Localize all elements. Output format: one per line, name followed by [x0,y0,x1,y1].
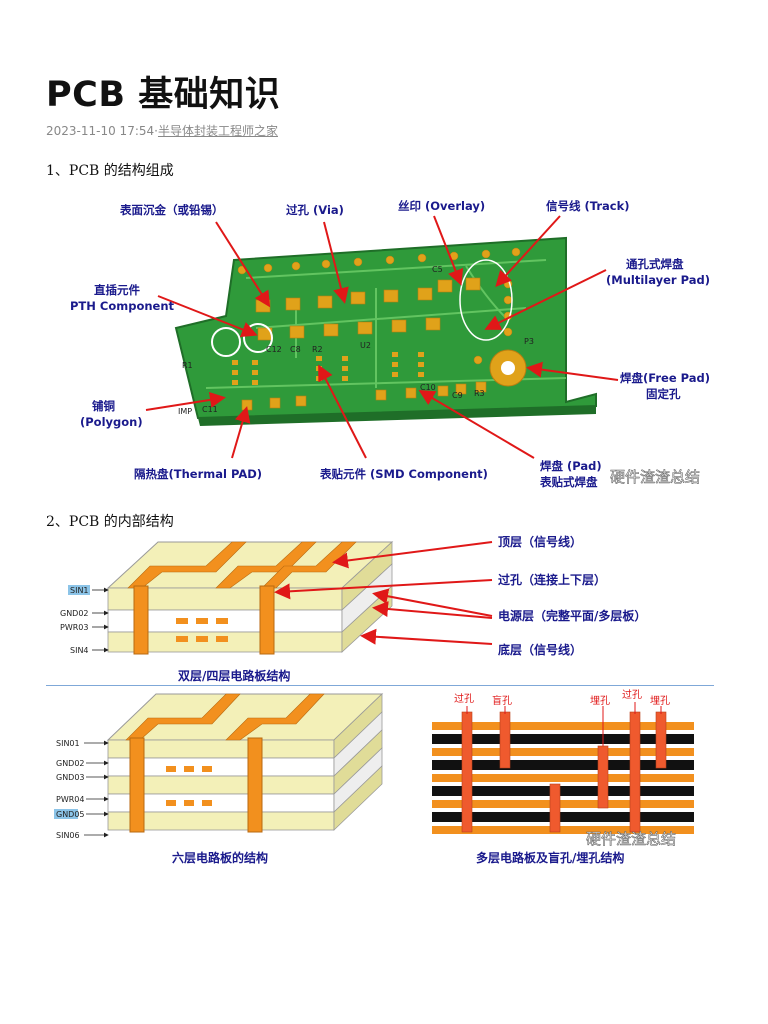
blind-via [499,711,511,769]
silk-c12: C12 [266,345,282,354]
label-free-pad: 焊盘(Free Pad) [620,371,710,385]
label-track: 信号线 (Track) [546,199,630,213]
layer-stack [432,722,694,834]
through-via-1 [461,711,473,833]
label-pth: 直插元件 [94,283,140,297]
label-buried-1: 埋孔 [590,695,610,707]
silk-r3: R3 [474,389,485,398]
section-heading-structure: 1、PCB 的结构组成 [46,163,174,179]
silk-c9: C9 [452,391,463,400]
silk-r2: R2 [312,345,323,354]
layer-pwr03: PWR03 [60,623,88,632]
label-via-2: 过孔 [622,688,642,701]
six-layer-figure: SIN01 GND02 GND03 PWR04 GND05 SIN06 六层电路… [54,693,384,865]
blind-via-bottom [549,783,561,833]
label-via: 过孔 (Via) [286,203,344,217]
blind-buried-via-figure: 过孔 盲孔 埋孔 过孔 埋孔 硬件渣渣总结 多层电路板及盲孔/埋孔结构 [432,688,694,865]
label-blind: 盲孔 [492,694,512,707]
silk-imp: IMP [178,407,192,416]
label-polygon: 铺铜 [92,399,115,413]
layer-sin1: SIN1 [70,586,89,595]
silk-u2: U2 [360,341,371,350]
figure-divider [46,685,714,686]
label-power-layer: 电源层（完整平面/多层板） [498,608,646,623]
label-polygon-en: (Polygon) [80,415,143,429]
article-meta: 2023-11-10 17:54·半导体封装工程师之家 [46,122,278,139]
layer-gnd05: GND05 [56,810,85,819]
label-via-layer: 过孔（连接上下层） [498,572,606,587]
meta-separator: · [154,124,158,138]
watermark-fig1: 硬件渣渣总结 [610,468,700,486]
layer-sin01: SIN01 [56,739,80,748]
silk-c10: C10 [420,383,436,392]
caption-blind-buried: 多层电路板及盲孔/埋孔结构 [476,850,624,865]
page-title: PCB 基础知识 [46,75,281,115]
label-multilayer-pad-en: (Multilayer Pad) [606,273,710,287]
section-heading-internal: 2、PCB 的内部结构 [46,514,174,530]
label-thermal-pad: 隔热盘(Thermal PAD) [134,467,262,481]
smd-pads [241,277,487,411]
label-top-layer: 顶层（信号线） [498,534,582,549]
through-via-2 [629,711,641,833]
silk-c5: C5 [432,265,443,274]
label-pad: 焊盘 (Pad) [540,459,602,473]
source-link[interactable]: 半导体封装工程师之家 [157,124,278,138]
silk-r1: R1 [182,361,193,370]
layer-gnd03: GND03 [56,773,85,782]
buried-via-1 [597,745,609,809]
label-smd-pad: 表贴式焊盘 [539,475,598,489]
layer-sin4: SIN4 [70,646,89,655]
label-multilayer-pad: 通孔式焊盘 [626,257,684,271]
pcb-structure-figure: R1 C12 C8 R2 U2 C10 C9 R3 C11 C5 P3 IMP … [46,188,726,494]
layer-gnd02: GND02 [56,759,85,768]
silk-p3: P3 [524,337,534,346]
watermark-fig4: 硬件渣渣总结 [586,830,676,848]
label-buried-2: 埋孔 [650,695,670,707]
caption-six-layer: 六层电路板的结构 [172,850,268,865]
label-overlay: 丝印 (Overlay) [398,199,485,213]
four-layer-figure: SIN1 GND02 PWR03 SIN4 顶层（信号线） 过孔（连接上下层） … [60,534,646,683]
label-surface: 表面沉金（或铅锡） [119,203,224,217]
layer-pwr04: PWR04 [56,795,84,804]
label-pth-en: PTH Component [70,299,175,313]
label-via-1: 过孔 [454,692,474,705]
label-bottom-layer: 底层（信号线） [498,642,582,657]
layer-gnd02: GND02 [60,609,89,618]
caption-four-layer: 双层/四层电路板结构 [178,668,290,683]
article-date: 2023-11-10 17:54 [46,124,155,138]
buried-via-2 [655,711,667,769]
label-smd: 表贴元件 (SMD Component) [319,467,488,481]
silk-c11: C11 [202,405,218,414]
layer-sin06: SIN06 [56,831,80,840]
silk-c8: C8 [290,345,301,354]
label-fixing-hole: 固定孔 [646,387,681,401]
